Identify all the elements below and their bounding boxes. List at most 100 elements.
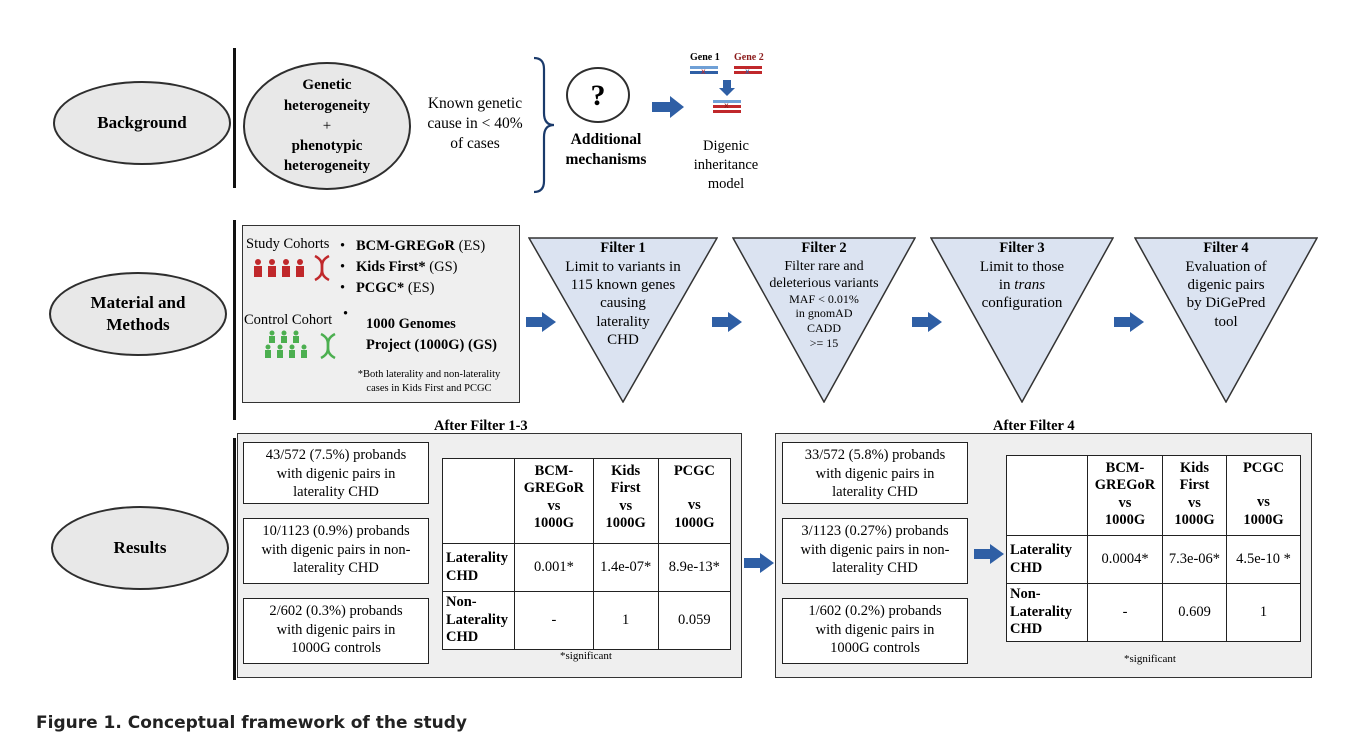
p2-box2-line-3: laterality CHD [832,560,918,577]
p1-col2-l3: vs [619,497,633,514]
control-people-icon [265,330,307,358]
arrow-to-table2-icon [974,544,1004,564]
section-results-label: Results [113,537,167,557]
p2-col3-l3: vs [1257,494,1270,511]
p2-box1-line-1: 33/572 (5.8%) probands [804,447,946,463]
p2-col1-l2: GREGoR [1094,477,1156,494]
digenic-line-3: model [707,175,745,192]
p2-corner-cell [1006,455,1088,536]
cohort-2-name: Kids First* [355,259,426,276]
filter-4-line-2: digenic pairs [1187,276,1265,293]
p1-cell-r2c2: 1 [592,591,659,650]
cohort-footnote: *Both laterality and non-laterality case… [340,368,518,395]
filter-2-line-6: >= 15 [809,335,839,350]
filter-2-line-5: CADD [806,321,841,336]
p1-col2-l4: 1000G [605,515,646,532]
panel-2-title: After Filter 4 [993,418,1075,434]
control-cohort-label: Control Cohort [244,312,333,328]
p1-cell-r1c2: 1.4e-07* [592,543,659,592]
background-divider [233,48,236,188]
p2-col1-l4: 1000G [1104,512,1146,529]
dna-green-icon [320,332,336,360]
p2-col2-l2: First [1179,477,1210,494]
section-methods: Material and Methods [49,272,227,356]
p1-col2-l2: First [610,480,641,497]
p1-col1-l4: 1000G [533,515,575,532]
p1-row2-l2: Laterality [446,611,509,628]
filter-1-line-5: CHD [607,331,639,348]
digenic-model-text: Digenic inheritance model [683,137,769,194]
p1-corner-cell [441,458,516,544]
p1-row1-l2: CHD [446,567,479,584]
p2-col3-l2 [1227,477,1300,494]
p2-col3-l4: 1000G [1243,511,1284,528]
study-cohorts-label: Study Cohorts [246,236,330,252]
heterogeneity-line-4: heterogeneity [283,158,371,175]
p2-col1-l1: BCM- [1105,460,1145,476]
p2-cell-r2c3: 1 [1226,583,1301,642]
control-cohort-name: 1000 Genomes Project (1000G) (GS) [366,314,497,356]
filter-4-title: Filter 4 [1203,240,1249,256]
cohort-3-type: (ES) [404,280,435,297]
gene1-label: Gene 1 [690,52,720,63]
p2-cell-r2c2: 0.609 [1162,583,1227,642]
p1-box2-line-2: with digenic pairs in non- [261,541,411,558]
filter-2-line-4: in gnomAD [795,306,853,321]
p2-box2-line-2: with digenic pairs in non- [800,541,950,558]
p2-summary-non-laterality: 3/1123 (0.27%) probands with digenic pai… [782,518,968,584]
results-divider [233,438,236,680]
footnote-line-1: *Both laterality and non-laterality [357,369,501,380]
p2-cell-r1c2: 7.3e-06* [1162,535,1227,584]
p1-summary-controls: 2/602 (0.3%) probands with digenic pairs… [243,598,429,664]
p1-col1-l3: vs [547,497,561,514]
p1-box3-line-2: with digenic pairs in [276,621,396,638]
filter-3-in: in [998,276,1015,293]
cohort-1-name: BCM-GREGoR [355,238,456,254]
filter-3-line-2: in trans [930,276,1114,294]
p2-box3-line-3: 1000G controls [830,640,920,657]
filter-4-line-4: tool [1214,313,1238,330]
p1-col3-l3: vs [687,497,701,514]
cohort-item-1: • BCM-GREGoR (ES) [340,238,486,254]
methods-divider [233,220,236,420]
control-line-2: Project (1000G) (GS) [366,337,497,354]
p1-box1-line-1: 43/572 (7.5%) probands [265,447,407,463]
p2-col2-l3: vs [1188,494,1201,511]
svg-text:x: x [724,101,729,110]
p1-col3-l4: 1000G [674,514,715,531]
p1-col3-l2 [659,480,730,497]
p2-summary-laterality: 33/572 (5.8%) probands with digenic pair… [782,442,968,504]
section-methods-label-2: Methods [106,315,170,334]
digenic-line-1: Digenic [703,138,749,154]
filter-2-line-1: Filter rare and [784,258,864,274]
p1-row2-l3: CHD [446,629,479,646]
p1-cell-r2c3: 0.059 [657,591,732,650]
additional-mechanisms-text: Additional mechanisms [560,130,652,170]
section-background: Background [53,81,231,165]
p2-cell-r1c1: 0.0004* [1087,535,1163,584]
question-mark: ? [590,78,606,112]
brace-icon [533,56,555,194]
known-cause-text: Known genetic cause in < 40% of cases [414,94,536,154]
study-cohort-list: • BCM-GREGoR (ES) • Kids First* (GS) • P… [340,236,485,299]
known-cause-line-3: of cases [450,135,500,153]
p2-box3-line-2: with digenic pairs in [815,621,935,638]
cohort-1-type: (ES) [455,238,486,254]
cohort-2-type: (GS) [425,259,458,276]
p2-col2-l1: Kids [1179,460,1209,476]
filter-1: Filter 1 Limit to variants in 115 known … [528,237,718,403]
section-results: Results [51,506,229,590]
p2-box2-line-1: 3/1123 (0.27%) probands [801,523,949,539]
cohort-3-name: PCGC* [355,280,405,297]
p2-box1-line-2: with digenic pairs in [815,465,935,482]
filter-1-line-1: Limit to variants in [565,258,681,275]
p2-box1-line-3: laterality CHD [832,484,918,501]
figure-caption: Figure 1. Conceptual framework of the st… [36,713,467,733]
filter-3-trans: trans [1014,276,1046,293]
